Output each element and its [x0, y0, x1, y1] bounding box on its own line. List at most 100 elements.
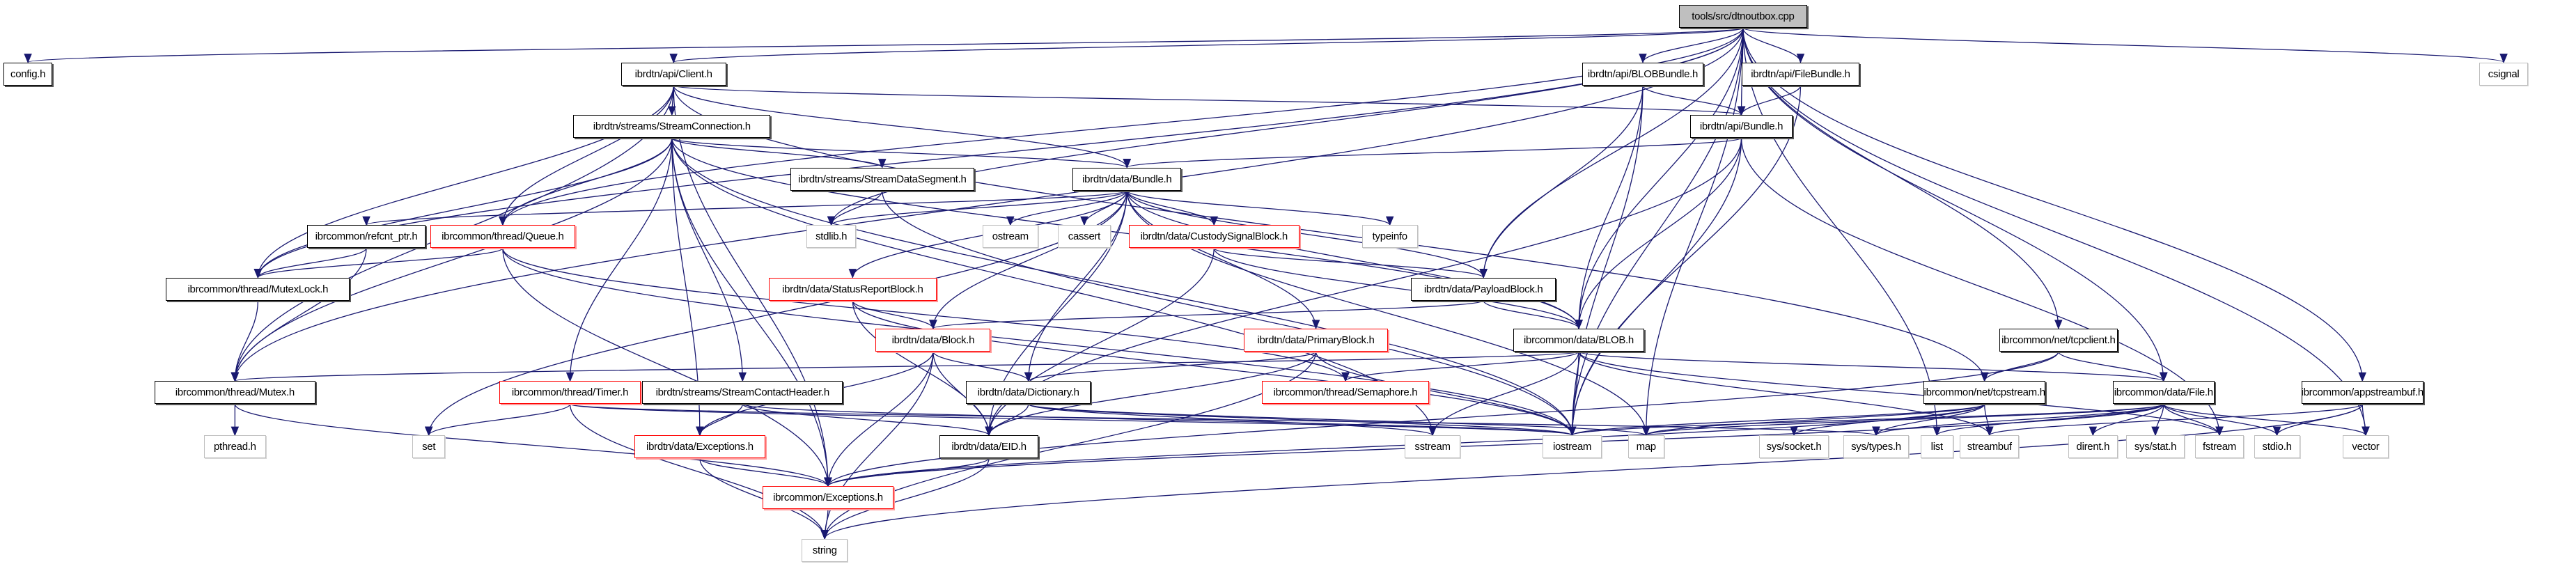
edge-timer-to-string [569, 404, 825, 539]
arrowhead-mutex-to-pthread [231, 426, 240, 437]
edge-databundle-to-payload [1126, 190, 1484, 278]
edge-root-to-queue [502, 28, 1744, 226]
edge-blobbundle-to-apibundle [1642, 85, 1742, 116]
edge-blobbundle-to-iostream [1571, 85, 1644, 436]
node-set[interactable]: set [412, 435, 446, 459]
node-stdlib[interactable]: stdlib.h [806, 225, 857, 249]
arrowhead-file-to-list [1933, 426, 1942, 437]
node-mutexlock[interactable]: ibrcommon/thread/MutexLock.h [166, 277, 350, 301]
edge-layer [24, 27, 2508, 540]
edge-timer-to-iostream [569, 403, 1573, 436]
edge-custody-to-eid [988, 248, 1215, 436]
node-dirent[interactable]: dirent.h [2068, 435, 2118, 459]
edge-root-to-client [673, 27, 1744, 63]
node-primary[interactable]: ibrdtn/data/PrimaryBlock.h [1243, 328, 1389, 352]
arrowhead-streamconn-to-contactheader [738, 372, 747, 382]
node-block[interactable]: ibrdtn/data/Block.h [875, 328, 991, 352]
arrowhead-root-to-csignal [2499, 54, 2508, 63]
edge-dictionary-to-eid [988, 404, 1029, 436]
node-payload[interactable]: ibrdtn/data/PayloadBlock.h [1411, 277, 1556, 301]
edge-client-to-queue [502, 85, 674, 226]
node-appstreambuf[interactable]: ibrcommon/appstreambuf.h [2302, 381, 2423, 405]
edge-primary-to-eid [988, 351, 1317, 436]
edge-file-to-vector [2163, 403, 2366, 436]
node-cassert[interactable]: cassert [1058, 225, 1111, 249]
node-streamconn[interactable]: ibrdtn/streams/StreamConnection.h [573, 115, 771, 139]
node-pthread[interactable]: pthread.h [203, 435, 267, 459]
node-stdio[interactable]: stdio.h [2254, 435, 2300, 459]
edge-tcpclient-to-tcpstream [1984, 351, 2059, 382]
edge-payload-to-block [932, 300, 1484, 329]
node-semaphore[interactable]: ibrcommon/thread/Semaphore.h [1261, 381, 1430, 405]
node-apibundle[interactable]: ibrdtn/api/Bundle.h [1690, 115, 1793, 139]
edge-blob-to-file [1578, 351, 2164, 382]
edge-mutex-to-commonexceptions [234, 404, 829, 487]
node-streamdataseg[interactable]: ibrdtn/streams/StreamDataSegment.h [790, 167, 974, 191]
node-statusreport[interactable]: ibrdtn/data/StatusReportBlock.h [769, 277, 937, 301]
arrowhead-queue-to-mutexlock [253, 269, 263, 279]
node-fstream[interactable]: fstream [2194, 435, 2245, 459]
node-root[interactable]: tools/src/dtnoutbox.cpp [1678, 5, 1807, 29]
node-databundle[interactable]: ibrdtn/data/Bundle.h [1072, 167, 1182, 191]
edge-tcpclient-to-commonexceptions [827, 351, 2059, 487]
edge-block-to-eid [932, 351, 990, 436]
node-csignal[interactable]: csignal [2479, 62, 2529, 86]
node-commonexceptions[interactable]: ibrcommon/Exceptions.h [762, 486, 894, 510]
node-typeinfo[interactable]: typeinfo [1361, 225, 1418, 249]
node-mutex[interactable]: ibrcommon/thread/Mutex.h [154, 381, 315, 405]
edge-root-to-config [27, 27, 1744, 63]
arrowhead-filebundle-to-apibundle [1737, 106, 1746, 116]
edge-root-to-stdlib [831, 28, 1744, 226]
edge-refcnt-to-mutexlock [257, 247, 367, 278]
node-syssocket[interactable]: sys/socket.h [1759, 435, 1829, 459]
arrowhead-root-to-config [24, 54, 32, 63]
node-vector[interactable]: vector [2342, 435, 2389, 459]
edge-queue-to-iostream [502, 248, 1573, 436]
node-systypes[interactable]: sys/types.h [1843, 435, 1910, 459]
edge-streamconn-to-mutex [234, 138, 673, 382]
node-blob[interactable]: ibrcommon/data/BLOB.h [1513, 328, 1645, 352]
node-filebundle[interactable]: ibrdtn/api/FileBundle.h [1741, 62, 1860, 86]
edge-file-to-dirent [2092, 404, 2164, 436]
edge-databundle-to-typeinfo [1126, 190, 1391, 226]
node-config[interactable]: config.h [3, 62, 53, 86]
node-timer[interactable]: ibrcommon/thread/Timer.h [499, 381, 641, 405]
edge-blob-to-semaphore [1345, 351, 1579, 382]
node-string[interactable]: string [802, 538, 848, 562]
node-tcpclient[interactable]: ibrcommon/net/tcpclient.h [1999, 328, 2118, 352]
edge-queue-to-mutexlock [257, 247, 504, 279]
edge-block-to-string [824, 351, 934, 539]
node-eid[interactable]: ibrdtn/data/EID.h [939, 435, 1038, 459]
node-file[interactable]: ibrcommon/data/File.h [2112, 381, 2215, 405]
edge-apibundle-to-databundle [1126, 137, 1742, 169]
node-dictionary[interactable]: ibrdtn/data/Dictionary.h [966, 381, 1091, 405]
node-sysstat[interactable]: sys/stat.h [2125, 435, 2185, 459]
node-dataexceptions[interactable]: ibrdtn/data/Exceptions.h [634, 435, 766, 459]
edge-root-to-vector [1742, 28, 2366, 436]
node-custody[interactable]: ibrdtn/data/CustodySignalBlock.h [1128, 225, 1299, 249]
node-queue[interactable]: ibrcommon/thread/Queue.h [430, 225, 575, 249]
edge-eid-to-commonexceptions [827, 457, 990, 487]
node-ostream[interactable]: ostream [982, 225, 1038, 249]
node-sstream[interactable]: sstream [1404, 435, 1461, 459]
node-client[interactable]: ibrdtn/api/Client.h [620, 62, 726, 86]
edge-custody-to-payload [1213, 247, 1484, 279]
edge-client-to-databundle [673, 85, 1127, 168]
arrowhead-dictionary-to-eid [985, 426, 993, 437]
edge-client-to-commonexceptions [673, 85, 829, 487]
edge-apibundle-to-blob [1578, 138, 1742, 329]
edge-contactheader-to-eid [742, 403, 990, 436]
node-contactheader[interactable]: ibrdtn/streams/StreamContactHeader.h [642, 381, 843, 405]
node-streambuf[interactable]: streambuf [1960, 435, 2020, 459]
node-list[interactable]: list [1920, 435, 1953, 459]
edge-root-to-iostream [1571, 28, 1744, 436]
arrowhead-databundle-to-refcnt [362, 216, 370, 226]
edge-root-to-appstreambuf [1742, 28, 2363, 382]
node-map[interactable]: map [1627, 435, 1664, 459]
node-tcpstream[interactable]: ibrcommon/net/tcpstream.h [1923, 381, 2045, 405]
edge-block-to-commonexceptions [827, 351, 934, 487]
node-blobbundle[interactable]: ibrdtn/api/BLOBBundle.h [1582, 62, 1704, 86]
node-iostream[interactable]: iostream [1543, 435, 1602, 459]
edge-filebundle-to-apibundle [1740, 85, 1802, 116]
node-refcnt[interactable]: ibrcommon/refcnt_ptr.h [307, 225, 426, 249]
